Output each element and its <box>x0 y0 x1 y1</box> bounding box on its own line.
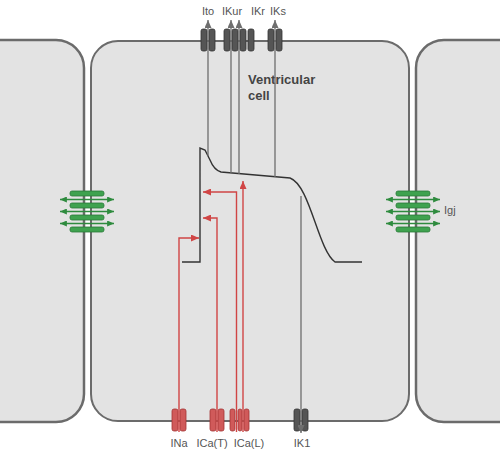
junction-arrow <box>60 223 114 224</box>
current-label: IKs <box>270 5 286 18</box>
ion-channel <box>244 409 249 431</box>
gap-junction-left <box>60 191 114 232</box>
ion-channel <box>240 29 246 51</box>
junction-bar <box>396 227 430 232</box>
current-label: Igj <box>444 204 456 217</box>
current-arrow <box>230 20 231 173</box>
ion-channel <box>294 409 300 431</box>
current-arrow <box>207 20 208 156</box>
junction-bar <box>70 191 104 196</box>
ion-channel <box>172 409 178 431</box>
ion-channel <box>230 409 235 431</box>
inward-channels-bottom <box>172 409 249 431</box>
junction-arrow <box>60 211 114 212</box>
junction-bar <box>396 191 430 196</box>
current-label: IK1 <box>294 437 311 450</box>
current-label: IKur <box>222 5 242 18</box>
junction-arrow <box>60 199 114 200</box>
cell-body: Ventricular cell <box>90 40 410 422</box>
junction-bar <box>396 203 430 208</box>
junction-arrow <box>386 199 440 200</box>
junction-bar <box>396 215 430 220</box>
current-label: ICa(T) <box>196 437 227 450</box>
current-arrow <box>179 238 199 432</box>
current-label: IKr <box>251 5 265 18</box>
current-arrow <box>242 181 243 432</box>
ion-channel <box>302 409 308 431</box>
ion-channel <box>238 409 242 431</box>
junction-bar <box>70 215 104 220</box>
outward-current-arrows <box>208 20 301 433</box>
junction-bar <box>70 203 104 208</box>
inward-current-arrows <box>179 181 243 432</box>
ion-channel <box>276 29 282 51</box>
ion-channel <box>210 409 216 431</box>
ion-channel <box>180 409 186 431</box>
ion-channel <box>268 29 274 51</box>
current-arrow <box>274 20 275 177</box>
potassium-channels-top <box>201 29 282 51</box>
current-arrow <box>300 196 301 433</box>
cell-title: Ventricular cell <box>248 72 326 104</box>
ion-channel <box>218 409 224 431</box>
ion-channel <box>232 29 238 51</box>
junction-arrow <box>386 211 440 212</box>
ion-channel <box>224 29 230 51</box>
current-label: Ito <box>202 5 214 18</box>
ion-channel <box>209 29 215 51</box>
action-potential-trace <box>182 148 362 262</box>
ion-channel <box>201 29 207 51</box>
junction-arrow <box>386 223 440 224</box>
gap-junction-right <box>386 191 440 232</box>
ion-channel <box>248 29 254 51</box>
current-arrow <box>203 218 217 432</box>
junction-bar <box>70 227 104 232</box>
current-label: INa <box>170 437 187 450</box>
current-arrow <box>203 192 237 432</box>
current-arrow <box>238 20 239 174</box>
current-label: ICa(L) <box>234 437 265 450</box>
